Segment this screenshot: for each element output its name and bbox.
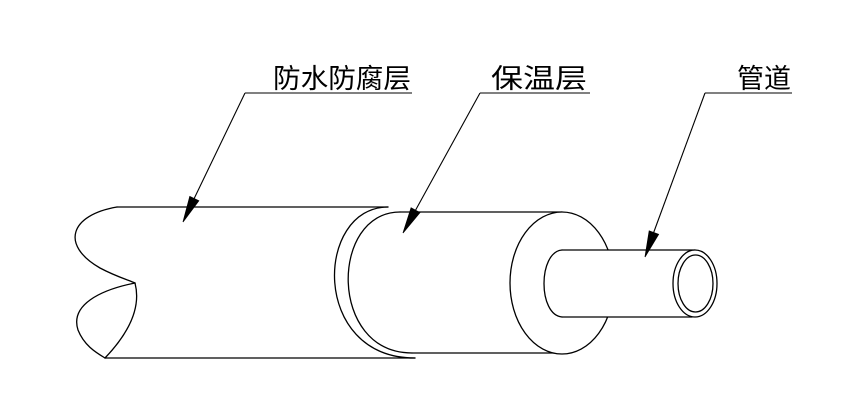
arrowhead-insulation — [402, 207, 421, 234]
callout-insulation: 保温层 — [402, 64, 590, 234]
break-line-upper — [74, 206, 136, 284]
arrowhead-coating — [182, 195, 200, 223]
callout-coating: 防水防腐层 — [182, 64, 412, 223]
pipe — [543, 249, 718, 318]
leader-pipe — [651, 92, 706, 238]
pipe-end-outer — [672, 249, 718, 318]
break-line-lower-inner — [104, 282, 138, 359]
leader-coating — [191, 92, 246, 204]
pipe-end-inner — [677, 254, 714, 313]
outer-coating-end-inner-arc — [347, 211, 413, 354]
pipe-body-fill — [544, 250, 695, 317]
label-coating: 防水防腐层 — [273, 64, 411, 95]
arrowhead-pipe — [644, 230, 660, 258]
outer-coating-end-outer-arc — [333, 206, 416, 359]
pipe-base-arc — [543, 249, 563, 318]
leader-insulation — [413, 92, 481, 214]
outer-coating-fill — [75, 207, 416, 358]
callout-pipe: 管道 — [644, 64, 792, 258]
outer-coating-layer — [74, 206, 416, 359]
break-line-lower-outer — [76, 282, 136, 359]
label-pipe: 管道 — [737, 64, 791, 95]
label-insulation: 保温层 — [491, 64, 587, 95]
